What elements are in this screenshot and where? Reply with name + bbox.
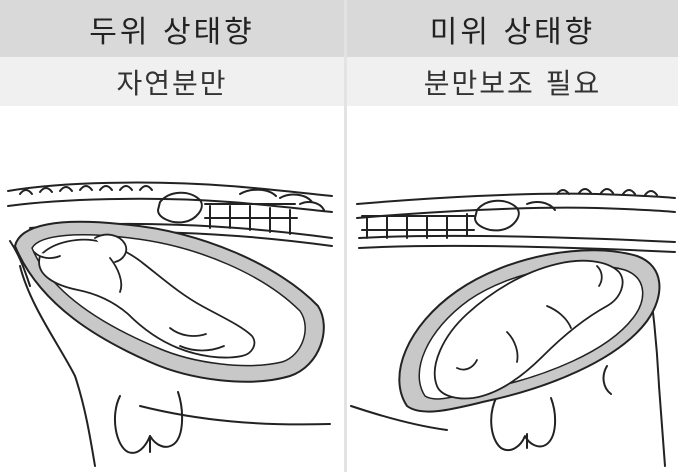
cow-calf-tail-first-illustration [347,106,678,472]
column-tail-first: 미위 상태향 분만보조 필요 [347,0,678,472]
column-subheader: 분만보조 필요 [347,57,678,106]
column-header: 미위 상태향 [347,0,678,57]
tail-first-drawing [350,188,676,467]
column-head-first: 두위 상태향 자연분만 [0,0,344,472]
head-first-drawing [7,181,333,467]
column-header: 두위 상태향 [0,0,344,57]
column-divider [344,0,347,472]
cow-calf-head-first-illustration [0,106,344,472]
column-subheader: 자연분만 [0,57,344,106]
